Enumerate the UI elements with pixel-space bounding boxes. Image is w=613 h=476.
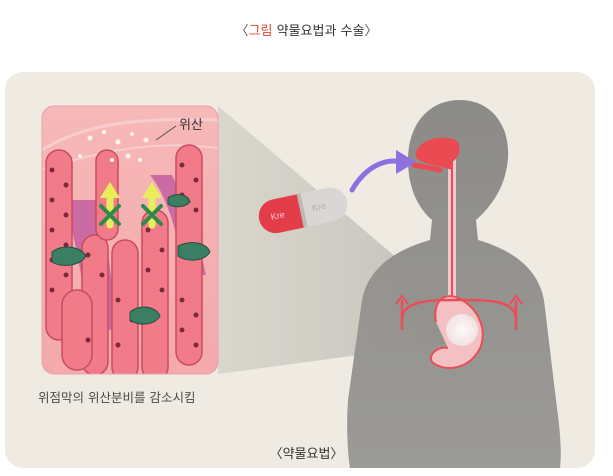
figure-label: 그림 [248, 24, 273, 39]
title-close-bracket: 〉 [364, 24, 378, 39]
mucosa-tissue [42, 106, 218, 374]
tissue-caption: 위점막의 위산분비를 감소시킴 [38, 390, 196, 405]
capsule-text-1: Kre [270, 209, 286, 222]
figure-title: 〈그림 약물요법과 수술〉 [0, 20, 613, 39]
therapy-subcaption: 〈약물요법〉 [269, 447, 344, 462]
block-x-icon [99, 182, 163, 229]
figure-title-text: 약물요법과 수술 [276, 24, 365, 39]
title-open-bracket: 〈 [235, 24, 249, 39]
capsule-icon: Kre Kre [258, 187, 348, 234]
acid-label: 위산 [179, 118, 203, 133]
stomach-icon [395, 137, 523, 369]
capsule-text-2: Kre [311, 201, 327, 214]
arrow-icon [349, 150, 416, 193]
